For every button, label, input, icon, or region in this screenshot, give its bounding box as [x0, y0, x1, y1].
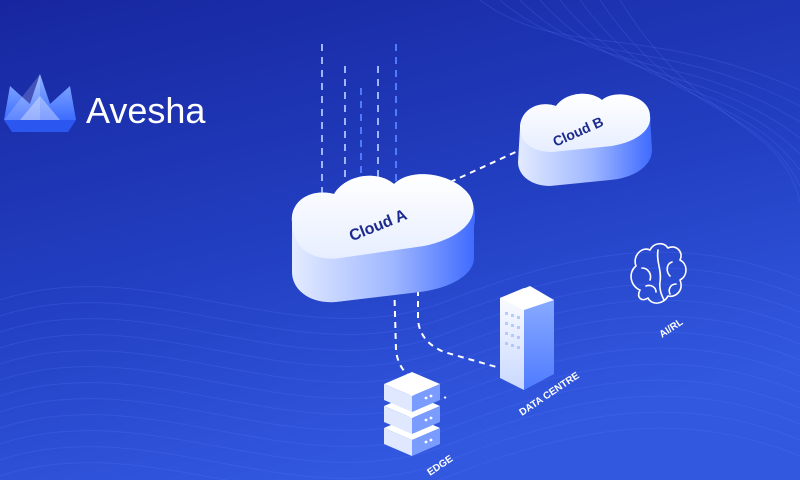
cloud-b[interactable]: Cloud B — [518, 93, 652, 186]
brand-name: Avesha — [86, 90, 206, 131]
brand-logo[interactable]: Avesha — [4, 74, 206, 132]
cloud-a[interactable]: Cloud A — [291, 174, 475, 303]
server-stack-icon[interactable] — [384, 372, 440, 456]
brain-icon[interactable] — [630, 242, 687, 304]
crown-logo-icon — [4, 74, 76, 132]
data-centre-building-icon[interactable] — [500, 286, 554, 390]
cloud-a-to-cloud-b-link — [419, 149, 521, 197]
